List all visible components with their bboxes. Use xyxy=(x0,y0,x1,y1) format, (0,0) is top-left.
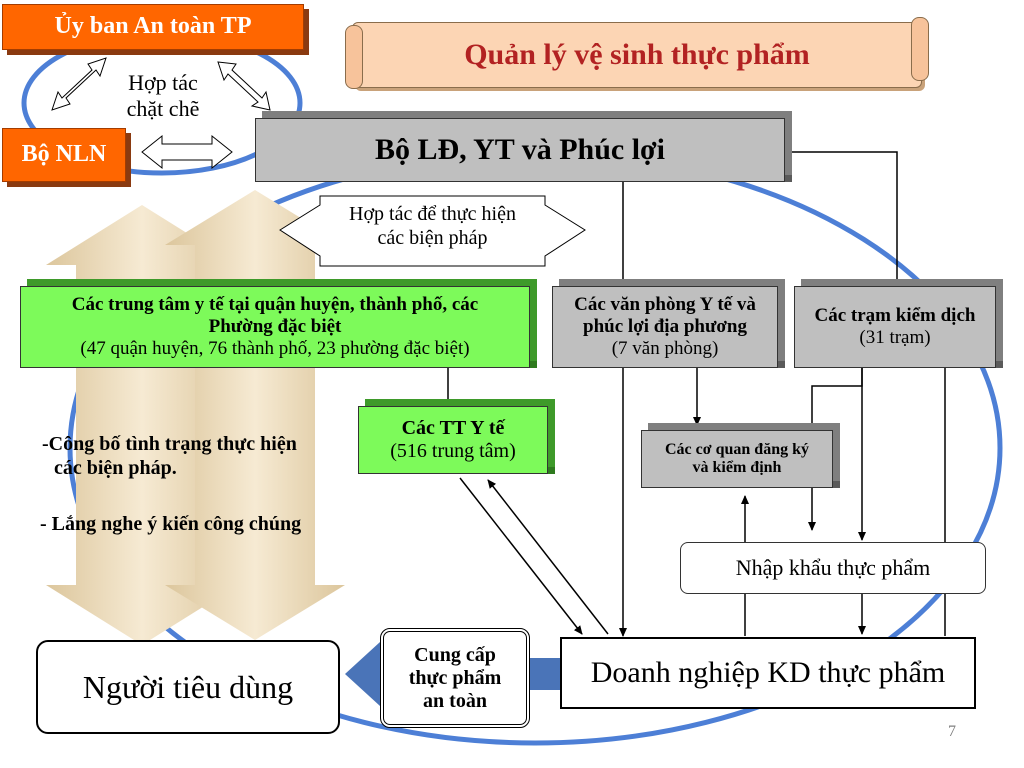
uy-ban-an-toan-box: Ủy ban An toàn TP xyxy=(2,4,304,50)
hop-tac-bp-line-2: các biện pháp xyxy=(377,227,488,249)
co-quan-line-2: và kiểm định xyxy=(692,459,782,476)
tt-y-te-line-2: (516 trung tâm) xyxy=(390,440,516,462)
bo-ld-label: Bộ LĐ, YT và Phúc lợi xyxy=(375,132,665,166)
line-bold-to-tram xyxy=(785,151,898,280)
doanh-nghiep-label: Doanh nghiệp KD thực phẩm xyxy=(590,655,946,689)
tram-kiem-dich-box: Các trạm kiểm dịch (31 trạm) xyxy=(794,286,996,368)
lang-nghe-note: - Lắng nghe ý kiến công chúng xyxy=(40,512,370,536)
tram-line-2: (31 trạm) xyxy=(859,327,931,348)
van-phong-line-1: Các văn phòng Y tế và xyxy=(574,294,756,316)
tram-line-1: Các trạm kiểm dịch xyxy=(814,305,976,327)
horiz-double-arrow xyxy=(141,134,233,170)
cung-cap-line-3: an toàn xyxy=(423,689,487,712)
cung-cap-line-1: Cung cấp xyxy=(414,643,496,666)
hop-tac-line-1: Hợp tác xyxy=(128,70,198,95)
van-phong-line-2: phúc lợi địa phương xyxy=(583,316,747,338)
cung-cap-box: Cung cấp thực phẩm an toàn xyxy=(380,628,530,728)
cong-bo-line-1: -Công bố tình trạng thực hiện xyxy=(42,433,297,455)
bo-ld-yt-box: Bộ LĐ, YT và Phúc lợi xyxy=(255,118,785,182)
hop-tac-text: Hợp tác chặt chẽ xyxy=(108,70,218,123)
nguoi-tieu-dung-box: Người tiêu dùng xyxy=(36,640,340,734)
doanh-nghiep-box: Doanh nghiệp KD thực phẩm xyxy=(560,637,976,709)
line-tt-to-dn xyxy=(459,477,583,635)
nhap-khau-box: Nhập khẩu thực phẩm xyxy=(680,542,986,594)
van-phong-box: Các văn phòng Y tế và phúc lợi địa phươn… xyxy=(552,286,778,368)
hop-tac-bp-line-1: Hợp tác để thực hiện xyxy=(349,203,516,225)
uy-ban-label: Ủy ban An toàn TP xyxy=(54,13,252,40)
diag-double-arrow-left xyxy=(51,57,107,111)
hop-tac-line-2: chặt chẽ xyxy=(126,96,200,122)
bo-nln-box: Bộ NLN xyxy=(2,128,126,182)
trung-tam-line-2: Phường đặc biệt xyxy=(208,316,342,338)
line-dn-to-tt xyxy=(487,479,609,635)
trung-tam-line-1: Các trung tâm y tế tại quận huyện, thành… xyxy=(71,294,479,316)
hop-tac-bien-phap-text: Hợp tác để thực hiện các biện pháp xyxy=(320,202,545,250)
cong-bo-note: -Công bố tình trạng thực hiện các biện p… xyxy=(42,432,362,480)
tt-y-te-line-1: Các TT Y tế xyxy=(401,417,505,439)
nhap-khau-label: Nhập khẩu thực phẩm xyxy=(735,555,931,581)
page-number: 7 xyxy=(948,723,956,740)
cong-bo-line-2: các biện pháp. xyxy=(54,457,177,479)
cung-cap-line-2: thực phẩm xyxy=(408,666,502,689)
page-title: Quản lý vệ sinh thực phẩm xyxy=(464,38,810,71)
co-quan-line-1: Các cơ quan đăng ký xyxy=(664,440,809,458)
trung-tam-y-te-box: Các trung tâm y tế tại quận huyện, thành… xyxy=(20,286,530,368)
co-quan-dang-ky-box: Các cơ quan đăng ký và kiểm định xyxy=(641,430,833,488)
cooperation-arrow-shape xyxy=(279,195,586,267)
diag-double-arrow-right xyxy=(217,61,271,111)
tt-y-te-box: Các TT Y tế (516 trung tâm) xyxy=(358,406,548,474)
nguoi-tieu-dung-label: Người tiêu dùng xyxy=(82,668,294,705)
lang-nghe-line: - Lắng nghe ý kiến công chúng xyxy=(40,513,302,535)
bo-nln-label: Bộ NLN xyxy=(21,141,107,168)
van-phong-line-3: (7 văn phòng) xyxy=(611,337,719,359)
title-scroll: Quản lý vệ sinh thực phẩm xyxy=(345,17,929,89)
trung-tam-line-3: (47 quận huyện, 76 thành phố, 23 phường … xyxy=(80,337,470,359)
